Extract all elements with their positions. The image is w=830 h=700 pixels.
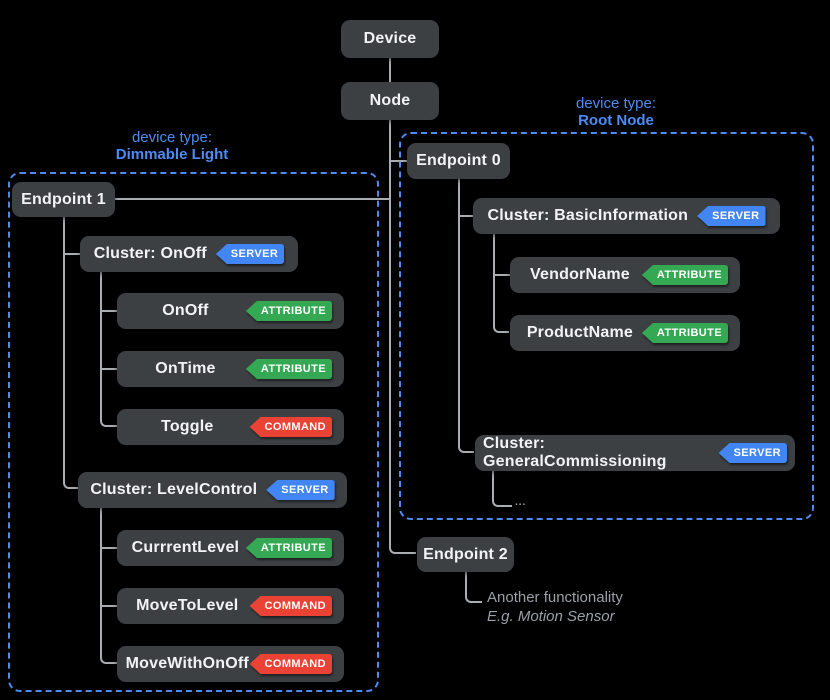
dimmable-light-group	[8, 172, 379, 692]
attribute-row-productname: ProductName ATTRIBUTE	[510, 315, 740, 351]
connector-movetolevel-stub	[100, 605, 118, 607]
endpoint-1-label: Endpoint 1	[21, 190, 106, 208]
connector-basicinfo-spine	[493, 234, 509, 333]
connector-endpoint0-spine	[458, 179, 474, 453]
node-box: Node	[341, 82, 439, 120]
attribute-currrentlevel-label: CurrrentLevel	[131, 539, 240, 556]
attribute-badge: ATTRIBUTE	[641, 323, 728, 343]
cluster-generalcommissioning-label: Cluster: GeneralCommissioning	[483, 435, 667, 470]
command-row-movewithonoff: MoveWithOnOff COMMAND	[117, 646, 344, 682]
command-toggle-label: Toggle	[161, 418, 214, 435]
endpoint-2-note: Another functionality E.g. Motion Sensor	[487, 588, 623, 626]
endpoint-1-box: Endpoint 1	[12, 182, 115, 217]
device-type-value: Root Node	[578, 112, 654, 129]
root-node-group	[399, 132, 814, 520]
attribute-row-currrentlevel: CurrrentLevel ATTRIBUTE	[117, 530, 344, 566]
dimmable-light-group-label: device type: Dimmable Light	[52, 129, 292, 163]
device-type-caption: device type:	[575, 95, 657, 112]
attribute-vendorname-label: VendorName	[530, 266, 630, 283]
connector-device-node	[389, 57, 391, 83]
node-label: Node	[369, 92, 411, 109]
cluster-levelcontrol-box: Cluster: LevelControl SERVER	[78, 472, 347, 508]
endpoint-2-box: Endpoint 2	[417, 537, 514, 572]
attribute-badge: ATTRIBUTE	[245, 301, 332, 321]
connector-node-trunk	[389, 120, 416, 554]
server-badge: SERVER	[266, 480, 335, 500]
connector-cluster-onoff-stub	[63, 253, 81, 255]
cluster-onoff-label: Cluster: OnOff	[93, 245, 207, 262]
attribute-row-vendorname: VendorName ATTRIBUTE	[510, 257, 740, 293]
attribute-ontime-label: OnTime	[155, 360, 216, 377]
connector-vendorname-stub	[493, 274, 511, 276]
command-row-movetolevel: MoveToLevel COMMAND	[117, 588, 344, 624]
endpoint-0-label: Endpoint 0	[416, 152, 501, 169]
attribute-badge: ATTRIBUTE	[245, 538, 332, 558]
device-type-value: Dimmable Light	[115, 146, 229, 163]
cluster-generalcommissioning-box: Cluster: GeneralCommissioning SERVER	[475, 435, 795, 471]
connector-endpoint1-line	[114, 198, 390, 200]
attribute-badge: ATTRIBUTE	[245, 359, 332, 379]
command-movewithonoff-label: MoveWithOnOff	[125, 655, 249, 672]
connector-levelcontrol-spine	[100, 508, 117, 664]
attribute-row-ontime: OnTime ATTRIBUTE	[117, 351, 344, 387]
server-badge: SERVER	[215, 244, 285, 264]
connector-basicinfo-stub	[458, 215, 474, 217]
command-row-toggle: Toggle COMMAND	[117, 409, 344, 445]
server-badge: SERVER	[697, 206, 766, 226]
attribute-productname-label: ProductName	[526, 324, 634, 341]
server-badge: SERVER	[718, 443, 787, 463]
endpoint-2-label: Endpoint 2	[423, 545, 508, 563]
device-type-caption: device type:	[131, 129, 213, 146]
attribute-onoff-label: OnOff	[162, 302, 209, 319]
command-badge: COMMAND	[249, 654, 332, 674]
cluster-basicinformation-label: Cluster: BasicInformation	[487, 207, 689, 224]
root-node-group-label: device type: Root Node	[496, 95, 736, 129]
command-badge: COMMAND	[249, 417, 332, 437]
command-badge: COMMAND	[249, 596, 332, 616]
connector-onoff-attr-stub	[100, 310, 118, 312]
endpoint-2-note-line2: E.g. Motion Sensor	[487, 608, 615, 625]
connector-endpoint1-spine	[63, 217, 79, 489]
connector-ontime-stub	[100, 368, 118, 370]
connector-endpoint2-note	[465, 572, 482, 603]
connector-generalcommissioning-more	[492, 471, 512, 507]
device-label: Device	[363, 30, 417, 47]
more-items-ellipsis: ...	[515, 497, 527, 508]
command-movetolevel-label: MoveToLevel	[136, 597, 239, 614]
attribute-badge: ATTRIBUTE	[641, 265, 728, 285]
endpoint-2-note-line1: Another functionality	[487, 589, 623, 606]
connector-onoff-spine	[100, 272, 117, 427]
connector-currrentlevel-stub	[100, 547, 118, 549]
cluster-onoff-box: Cluster: OnOff SERVER	[80, 236, 298, 272]
device-box: Device	[341, 20, 439, 58]
cluster-levelcontrol-label: Cluster: LevelControl	[90, 481, 258, 498]
endpoint-0-box: Endpoint 0	[407, 143, 510, 179]
attribute-row-onoff: OnOff ATTRIBUTE	[117, 293, 344, 329]
cluster-basicinformation-box: Cluster: BasicInformation SERVER	[473, 198, 780, 234]
